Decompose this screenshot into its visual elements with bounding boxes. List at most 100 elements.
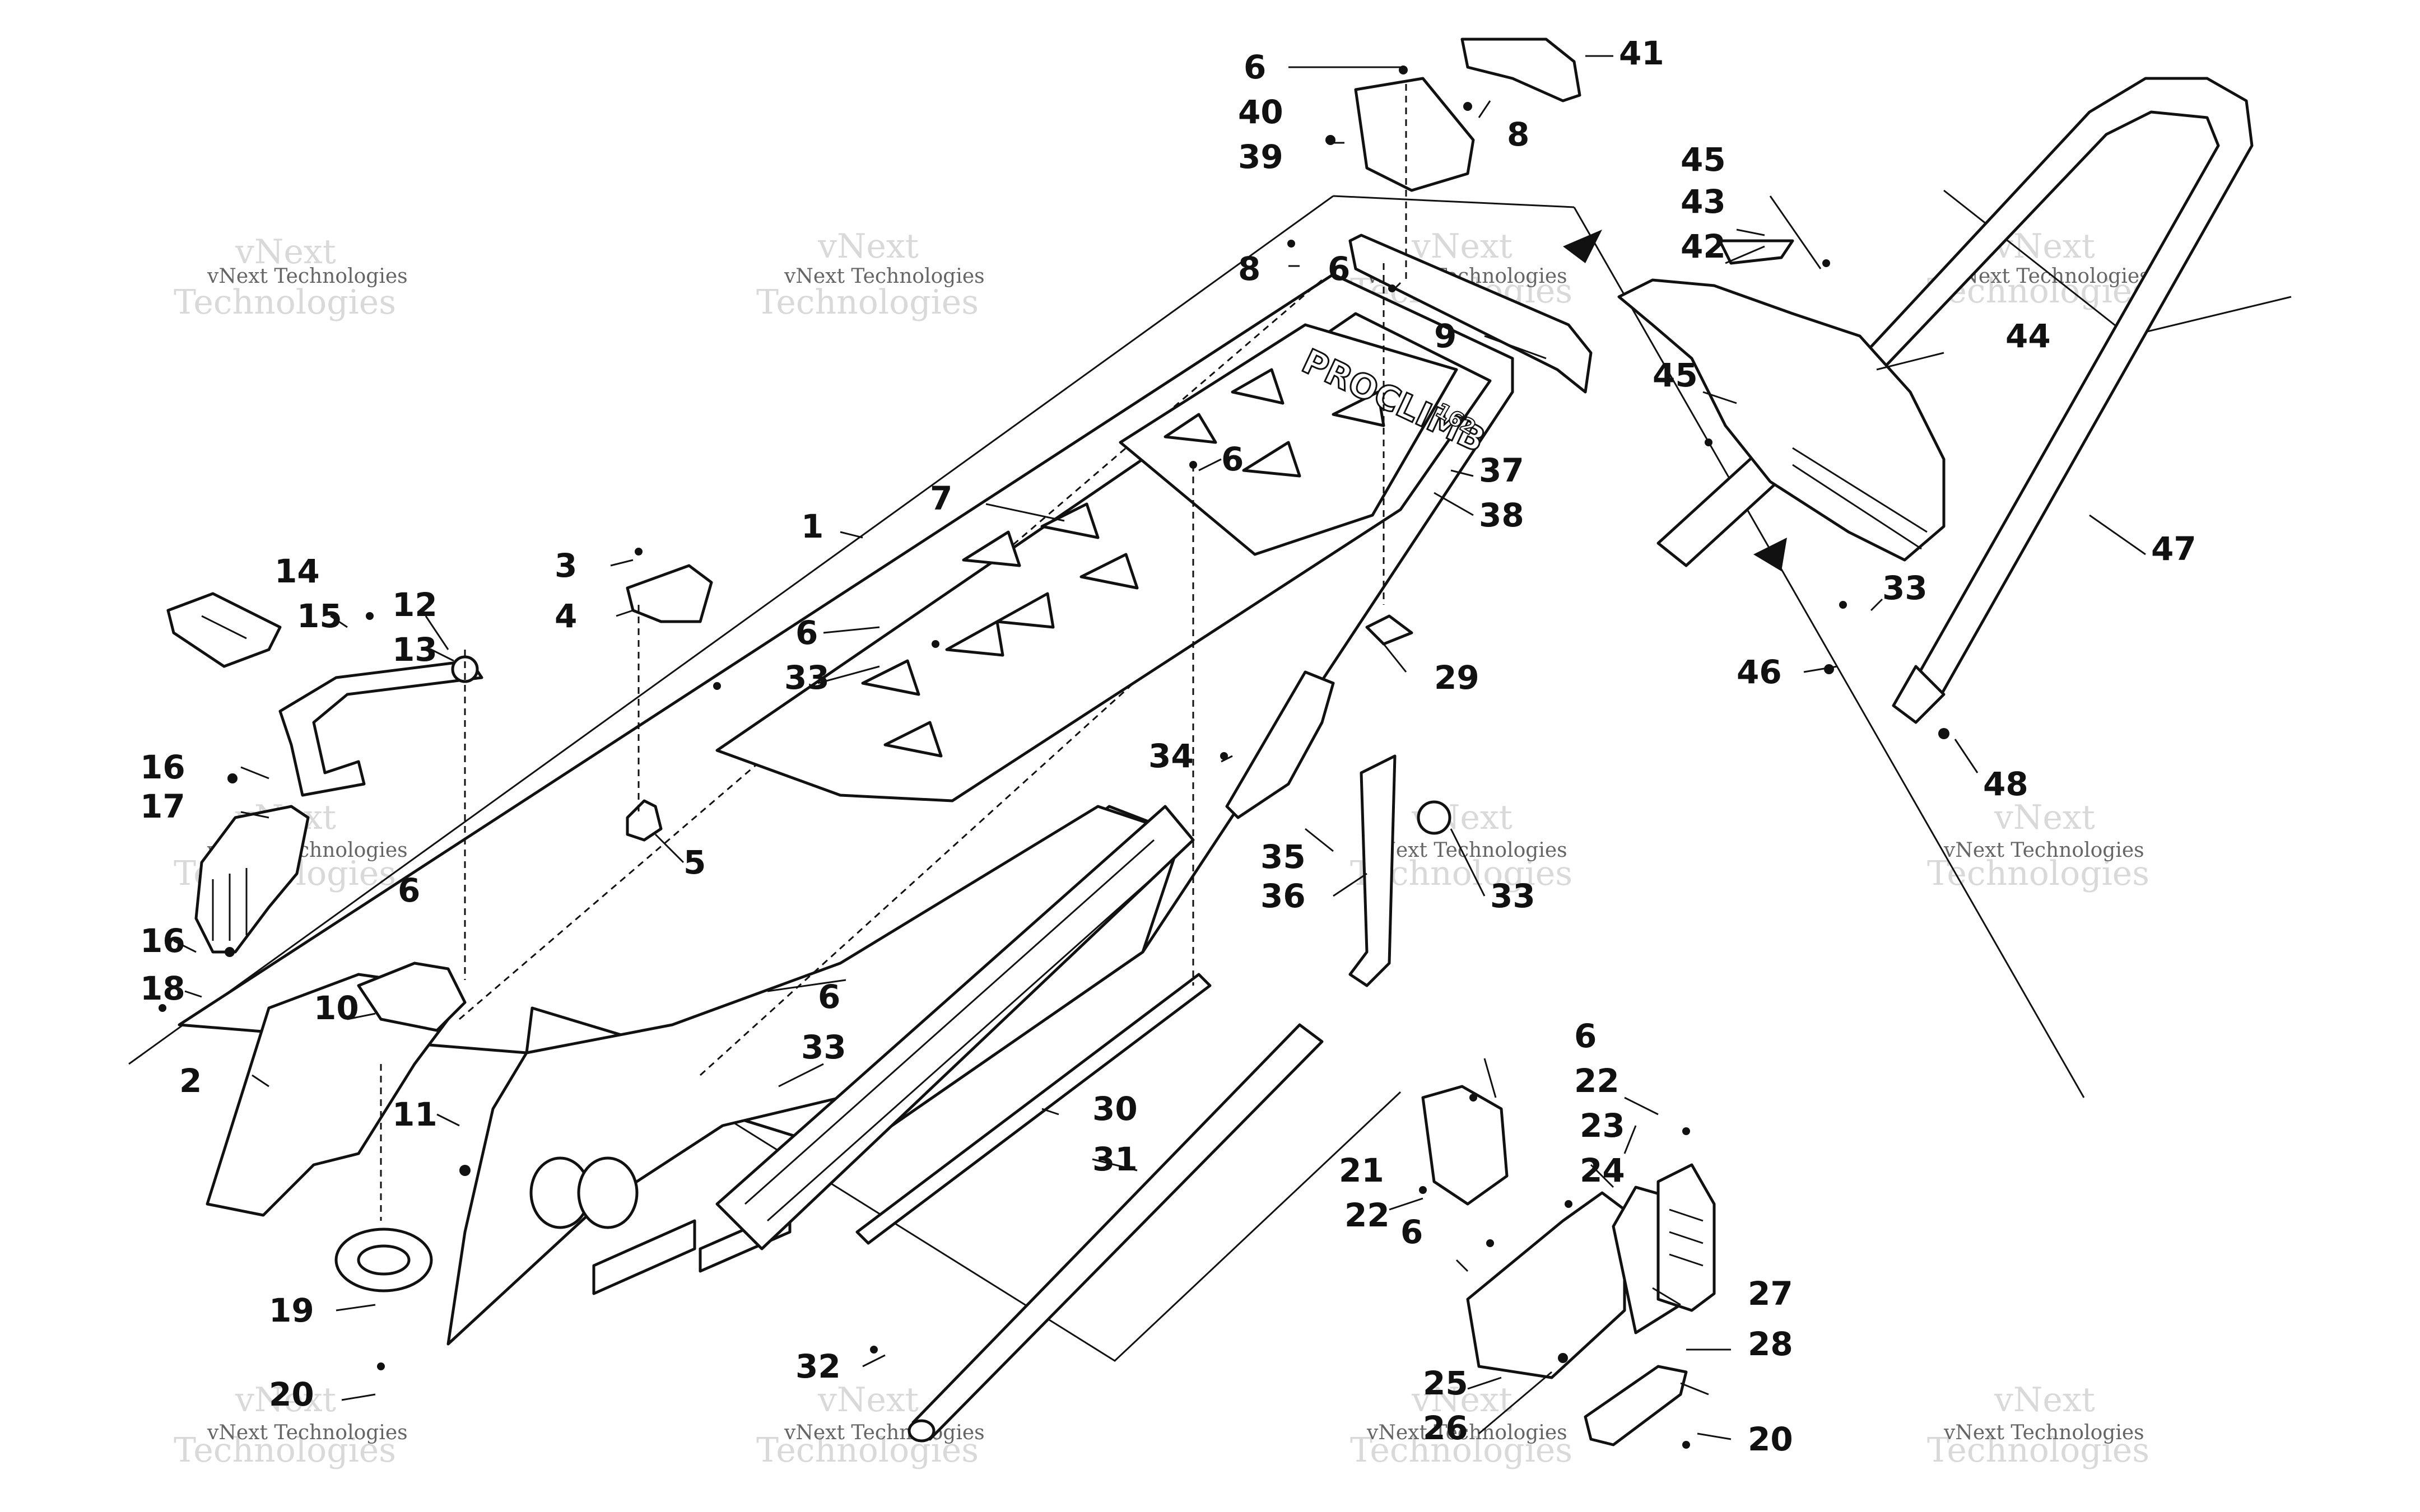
callout-43: 43: [1681, 183, 1726, 221]
snow-flap: [1617, 239, 1946, 562]
callout-9: 9: [1434, 317, 1456, 355]
watermark: vNext Technologies vNext Technologies: [1350, 1380, 1572, 1470]
callout-48: 48: [1983, 765, 2028, 803]
screw-40: [1325, 135, 1335, 145]
callout-42: 42: [1681, 227, 1726, 265]
callout-7: 7: [930, 479, 952, 517]
callout-20: 20: [269, 1375, 314, 1413]
callout-37: 37: [1479, 451, 1524, 489]
svg-text:Technologies: Technologies: [756, 283, 979, 322]
callout-45: 45: [1653, 356, 1698, 394]
callout-26: 26: [1423, 1409, 1468, 1447]
bracket-part-4: [626, 564, 713, 623]
washer-23: [1565, 1200, 1572, 1208]
watermark-small: vNext Technologies: [207, 265, 408, 288]
screw-3: [635, 548, 643, 556]
screw-6: [713, 682, 721, 690]
guard-21: [1421, 1085, 1509, 1206]
footrest-left-parts: [166, 592, 483, 954]
bar-30: [855, 973, 1212, 1245]
svg-text:vNext Technologies: vNext Technologies: [784, 1421, 985, 1444]
screw-6: [1469, 1094, 1477, 1102]
nut-48: [1938, 728, 1949, 739]
rivet-6: [1486, 1239, 1494, 1247]
cap-41: [1460, 38, 1581, 102]
front-bulkhead-left: [206, 962, 467, 1292]
rail-cutout: [1164, 413, 1217, 444]
rail-cutout: [1242, 441, 1301, 478]
callout-38: 38: [1479, 496, 1524, 534]
callout-36: 36: [1260, 877, 1306, 915]
rail-cutout: [1079, 553, 1139, 590]
watermark: vNext Technologies vNext Technologies: [174, 1380, 408, 1470]
callout-22: 22: [1344, 1196, 1390, 1234]
svg-text:Technologies: Technologies: [1350, 1431, 1572, 1470]
callout-24: 24: [1580, 1151, 1625, 1189]
svg-text:vNext: vNext: [1411, 1380, 1513, 1420]
callout-12: 12: [392, 586, 438, 624]
svg-text:Technologies: Technologies: [756, 1431, 979, 1470]
callout-27: 27: [1748, 1275, 1793, 1313]
svg-text:vNext Technologies: vNext Technologies: [784, 265, 985, 288]
screw-20: [1682, 1441, 1690, 1449]
svg-text:vNext: vNext: [235, 1380, 336, 1420]
arrow-icon: [1563, 230, 1602, 263]
screw-20: [377, 1362, 385, 1370]
callout-25: 25: [1423, 1364, 1468, 1402]
screw-22: [1419, 1186, 1427, 1194]
callout-6: 6: [1244, 48, 1266, 86]
nut-26: [1558, 1353, 1568, 1363]
svg-text:vNext: vNext: [1994, 1380, 2095, 1420]
svg-text:vNext Technologies: vNext Technologies: [1943, 839, 2144, 862]
watermark: vNext Technologies vNext Technologies: [1927, 798, 2149, 893]
assembly-bracket-1: [128, 195, 2085, 1098]
callout-47: 47: [2151, 530, 2196, 568]
rail-cutout: [1332, 390, 1385, 427]
callout-31: 31: [1092, 1140, 1138, 1178]
callout-30: 30: [1092, 1090, 1138, 1128]
callout-6: 6: [795, 614, 818, 652]
alignment-lines: [380, 84, 1407, 1221]
running-board: [715, 805, 1195, 1250]
plate-36: [1348, 754, 1397, 987]
screw-34: [1220, 752, 1228, 760]
svg-text:Technologies: Technologies: [1927, 854, 2149, 893]
callout-34: 34: [1148, 737, 1194, 775]
screw-45: [1705, 438, 1712, 446]
rod-31: [911, 1023, 1324, 1441]
watermark: vNext Technologies vNext Technologies: [756, 1380, 985, 1470]
callout-2: 2: [179, 1062, 202, 1100]
side-guard-parts: [1421, 1085, 1716, 1446]
svg-text:vNext Technologies: vNext Technologies: [1943, 1421, 2144, 1444]
callout-15: 15: [297, 597, 342, 635]
clip-16: [227, 773, 238, 783]
callout-10: 10: [314, 989, 359, 1027]
rail-cutout: [995, 592, 1055, 629]
rod-parts: [855, 973, 1324, 1443]
step-bar-13: [278, 659, 483, 797]
callout-28: 28: [1748, 1325, 1793, 1363]
rail-cutout: [1040, 502, 1100, 539]
callout-1: 1: [801, 507, 823, 545]
screw-8: [1463, 102, 1472, 111]
callout-3: 3: [555, 547, 577, 585]
callout-11: 11: [392, 1095, 438, 1133]
screw-8: [1287, 240, 1295, 248]
callout-20: 20: [1748, 1420, 1793, 1458]
callout-44: 44: [2005, 317, 2051, 355]
cap-part-14: [166, 592, 282, 668]
callout-29: 29: [1434, 659, 1479, 697]
svg-text:vNext Technologies: vNext Technologies: [1366, 1421, 1567, 1444]
rail-cutout: [1231, 368, 1285, 405]
callout-8: 8: [1238, 250, 1260, 288]
arrow-icon: [1753, 538, 1787, 571]
callout-5: 5: [683, 843, 706, 881]
watermark: vNext Technologies vNext Technologies: [756, 227, 985, 322]
screw-15: [366, 612, 374, 620]
callout-19: 19: [269, 1291, 314, 1329]
tunnel-hole: [577, 1156, 639, 1229]
callout-13: 13: [392, 631, 438, 669]
watermark: vNext Technologies vNext Technologies: [174, 232, 408, 322]
plug-part-5: [626, 799, 663, 842]
rail-cutout: [945, 620, 1004, 657]
